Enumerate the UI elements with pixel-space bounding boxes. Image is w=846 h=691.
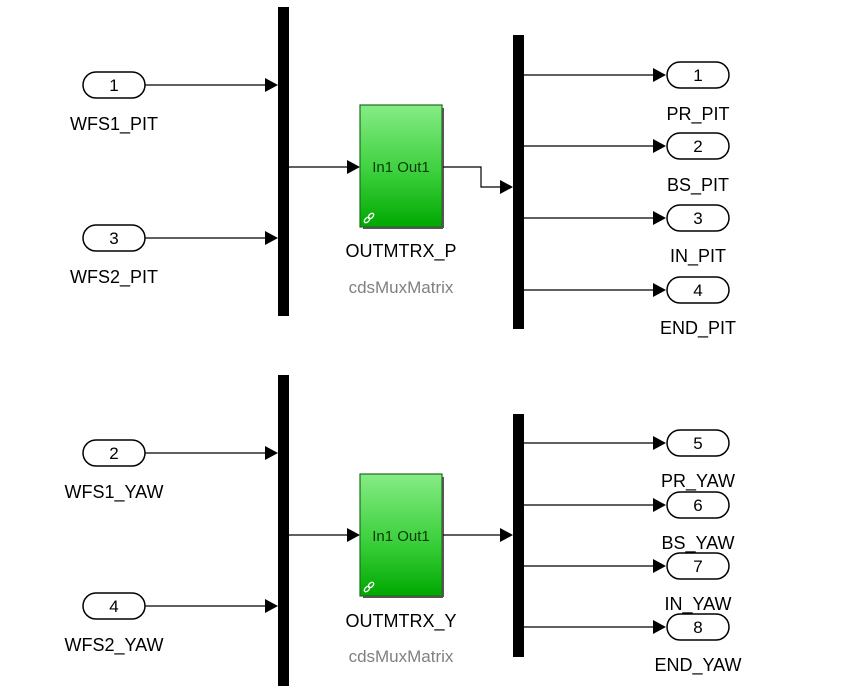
- signal-arrow: [653, 139, 666, 153]
- block-library-name: cdsMuxMatrix: [349, 647, 454, 666]
- matrix-block-outmtrx-y[interactable]: In1 Out1: [359, 473, 444, 598]
- inport-label: WFS2_YAW: [64, 635, 163, 656]
- signal-arrow: [265, 599, 278, 613]
- outport-label: END_YAW: [654, 655, 741, 676]
- signal-arrow: [265, 446, 278, 460]
- outport-pr-pit[interactable]: 1: [666, 61, 730, 89]
- inport-label: WFS2_PIT: [70, 267, 158, 288]
- inport-label: WFS1_PIT: [70, 114, 158, 135]
- outport-number: 3: [693, 209, 702, 228]
- inport-number: 3: [109, 229, 118, 248]
- outport-number: 1: [693, 66, 702, 85]
- inport-wfs2-pit[interactable]: 3: [82, 224, 146, 252]
- signal-arrow: [653, 283, 666, 297]
- outport-label: BS_YAW: [661, 533, 734, 554]
- link-icon: [363, 212, 375, 224]
- inport-wfs2-yaw[interactable]: 4: [82, 592, 146, 620]
- group-yaw: 2 WFS1_YAW 4 WFS2_YAW In1 Out1 O: [64, 375, 742, 686]
- outport-bs-yaw[interactable]: 6: [666, 491, 730, 519]
- inport-label: WFS1_YAW: [64, 482, 163, 503]
- outport-number: 2: [693, 137, 702, 156]
- signal-arrow: [653, 211, 666, 225]
- inport-number: 2: [109, 444, 118, 463]
- signal-arrow: [347, 528, 360, 542]
- inport-wfs1-pit[interactable]: 1: [82, 71, 146, 99]
- outport-label: END_PIT: [660, 318, 736, 339]
- outport-label: PR_YAW: [661, 471, 735, 492]
- outport-in-yaw[interactable]: 7: [666, 552, 730, 580]
- mux-bar[interactable]: [278, 375, 289, 686]
- block-name: OUTMTRX_Y: [345, 611, 456, 632]
- outport-bs-pit[interactable]: 2: [666, 132, 730, 160]
- inport-number: 4: [109, 597, 118, 616]
- signal-line: [443, 166, 500, 188]
- group-pitch: 1 WFS1_PIT 3 WFS2_PIT In1 Out1 O: [70, 7, 736, 339]
- signal-arrow: [500, 528, 513, 542]
- demux-bar[interactable]: [513, 35, 524, 329]
- outport-label: IN_PIT: [670, 246, 726, 267]
- matrix-block-outmtrx-p[interactable]: In1 Out1: [359, 104, 444, 229]
- outport-label: PR_PIT: [666, 104, 729, 125]
- signal-arrow: [265, 78, 278, 92]
- signal-arrow: [653, 68, 666, 82]
- outport-end-pit[interactable]: 4: [666, 276, 730, 304]
- outport-in-pit[interactable]: 3: [666, 204, 730, 232]
- signal-arrow: [653, 620, 666, 634]
- signal-arrow: [347, 160, 360, 174]
- signal-arrow: [653, 498, 666, 512]
- demux-bar[interactable]: [513, 414, 524, 657]
- signal-arrow: [265, 231, 278, 245]
- outport-number: 5: [693, 434, 702, 453]
- block-port-labels: In1 Out1: [372, 159, 430, 176]
- block-name: OUTMTRX_P: [345, 241, 456, 262]
- link-icon: [363, 581, 375, 593]
- outport-number: 4: [693, 281, 702, 300]
- inport-number: 1: [109, 76, 118, 95]
- outport-number: 8: [693, 618, 702, 637]
- signal-arrow: [653, 436, 666, 450]
- block-library-name: cdsMuxMatrix: [349, 278, 454, 297]
- signal-arrow: [500, 180, 513, 194]
- signal-arrow: [653, 559, 666, 573]
- outport-pr-yaw[interactable]: 5: [666, 429, 730, 457]
- inport-wfs1-yaw[interactable]: 2: [82, 439, 146, 467]
- outport-number: 7: [693, 557, 702, 576]
- outport-number: 6: [693, 496, 702, 515]
- outport-label: BS_PIT: [667, 175, 729, 196]
- outport-end-yaw[interactable]: 8: [666, 613, 730, 641]
- outport-label: IN_YAW: [664, 594, 731, 615]
- mux-bar[interactable]: [278, 7, 289, 316]
- block-port-labels: In1 Out1: [372, 528, 430, 545]
